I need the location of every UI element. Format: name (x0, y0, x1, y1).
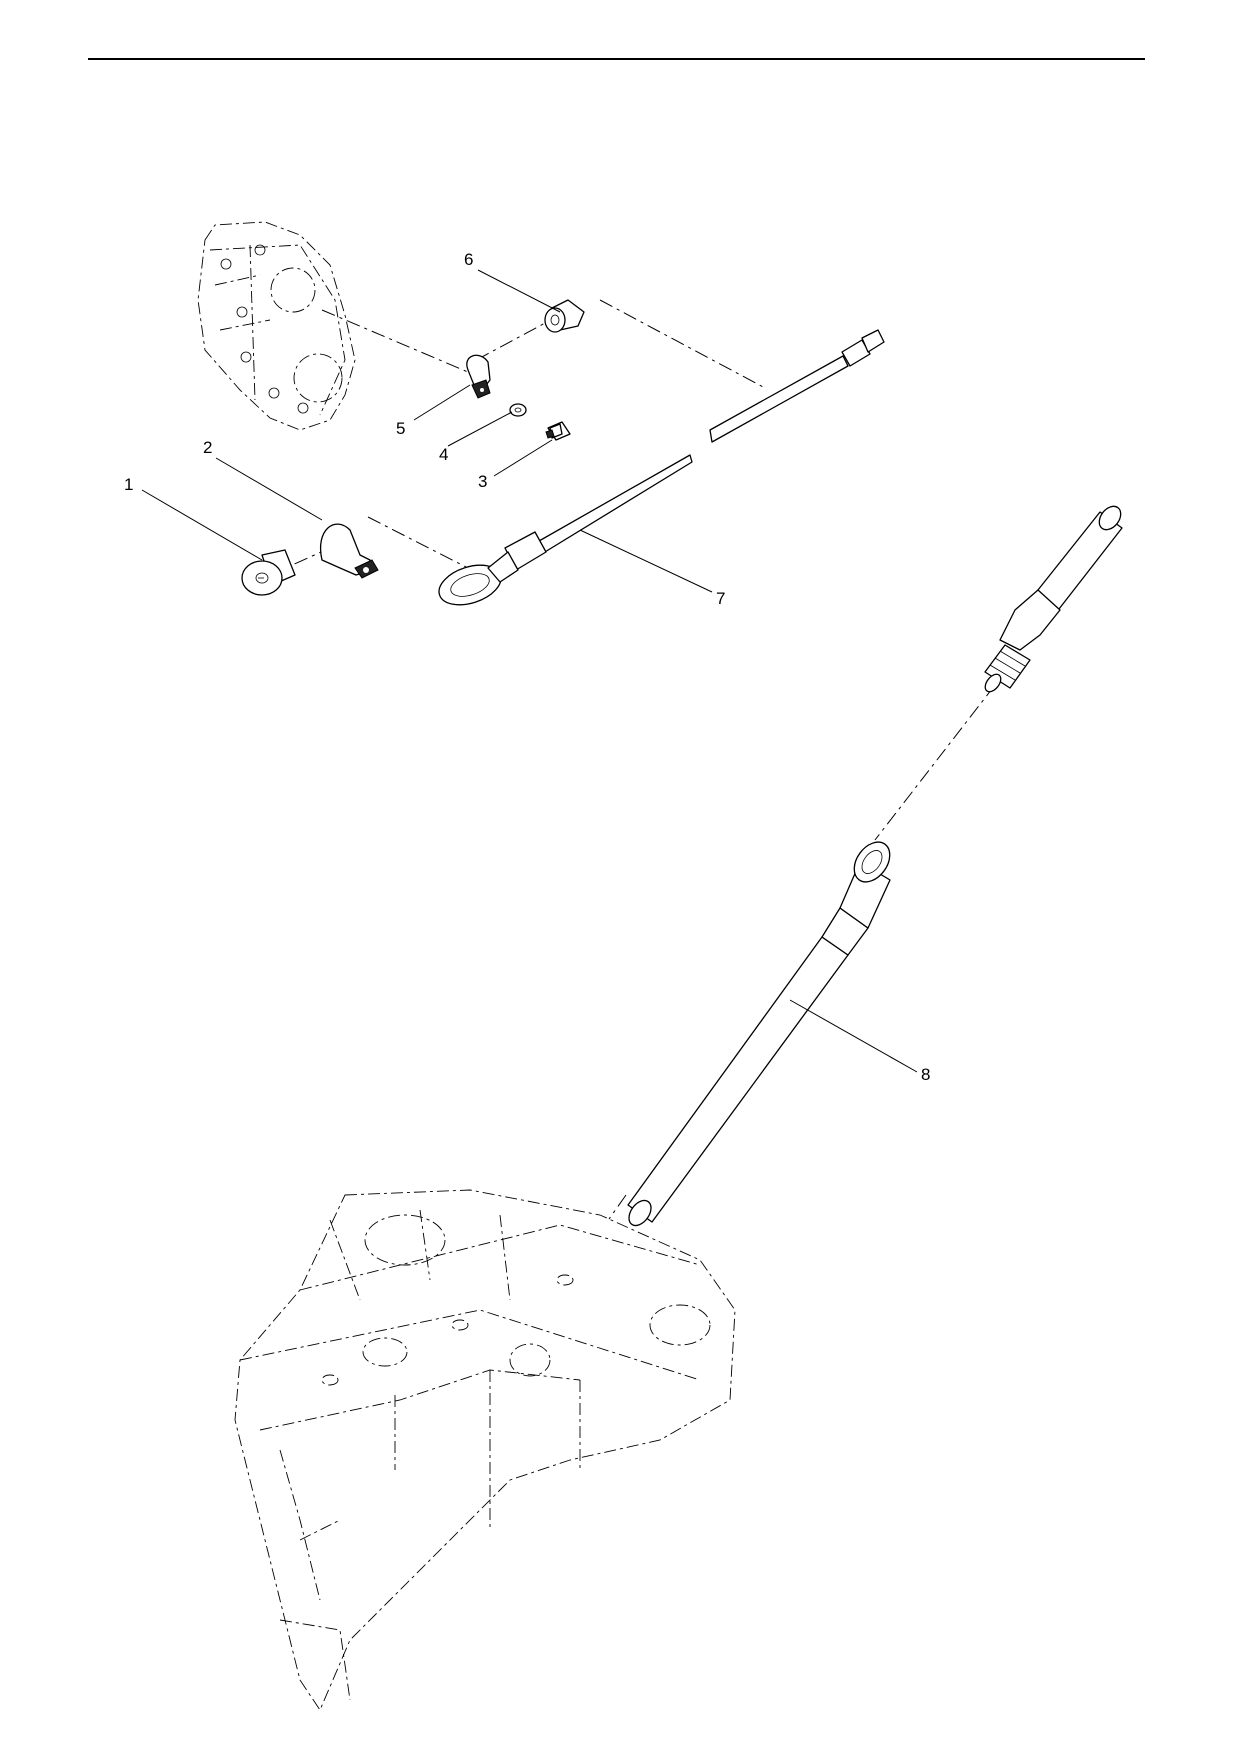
callout-3: 3 (478, 472, 487, 491)
assembly-lines (269, 299, 996, 1346)
callout-labels: 6 5 4 3 2 1 7 8 (124, 250, 930, 1084)
part-2-clip (319, 523, 379, 579)
upper-tube-section (984, 505, 1123, 693)
part-5-clip (466, 354, 491, 399)
part-1-plug (241, 549, 296, 596)
callout-8: 8 (921, 1065, 930, 1084)
header-rule (88, 58, 1145, 60)
callout-6: 6 (464, 250, 473, 269)
part-8-long-tube (627, 841, 891, 1227)
callout-4: 4 (439, 445, 448, 464)
callout-1: 1 (124, 475, 133, 494)
callout-7: 7 (716, 589, 725, 608)
part-7-tube (438, 329, 885, 606)
part-6-grommet (544, 299, 585, 333)
callout-leaders (141, 269, 918, 1073)
callout-5: 5 (396, 419, 405, 438)
part-3-bolt (545, 421, 571, 441)
callout-2: 2 (203, 438, 212, 457)
engine-block (234, 1189, 736, 1711)
part-4-washer (509, 403, 527, 417)
timing-cover-housing (197, 221, 356, 431)
